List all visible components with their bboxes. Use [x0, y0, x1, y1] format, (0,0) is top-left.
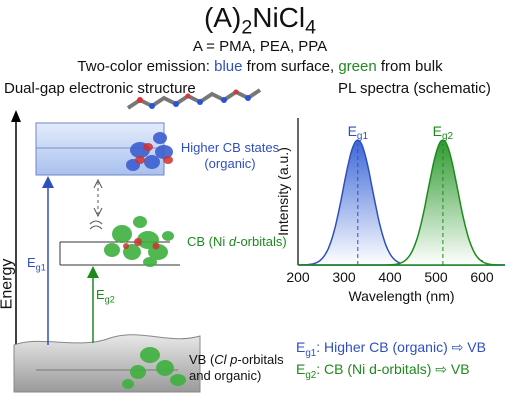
x-tick-label: 500 — [424, 269, 448, 285]
x-axis-label: Wavelength (nm) — [348, 288, 454, 304]
eg1-label: Eg1 — [27, 255, 46, 273]
cb-ni-label: CB (Ni d-orbitals) — [187, 234, 287, 249]
x-tick-label: 600 — [470, 269, 494, 285]
peak-2-label: Eg2 — [433, 123, 454, 142]
emission-description: Two-color emission: blue from surface, g… — [77, 58, 443, 75]
page-title: (A)2NiCl4 — [203, 2, 317, 39]
emission-green-word: green — [338, 58, 377, 75]
x-tick-label: 300 — [332, 269, 356, 285]
cb-organic-label: Higher CB states(organic) — [180, 140, 280, 171]
right-panel-heading: PL spectra (schematic) — [338, 80, 491, 97]
y-axis-label: Intensity (a.u.) — [275, 147, 291, 236]
vb-orbitals-icon — [122, 347, 186, 389]
left-panel-heading: Dual-gap electronic structure — [4, 80, 196, 97]
eg2-label: Eg2 — [96, 287, 115, 305]
peak-1-label: Eg1 — [348, 123, 369, 142]
x-tick-label: 200 — [286, 269, 310, 285]
organic-molecule-icon — [126, 88, 262, 171]
energy-axis-arrow — [11, 110, 21, 122]
cb-ni-level — [59, 216, 180, 267]
x-tick-label: 400 — [378, 269, 402, 285]
emission-blue-word: blue — [214, 58, 243, 75]
legend-eg1: Eg1: Higher CB (organic) ⇨ VB — [296, 339, 486, 359]
subtitle: A = PMA, PEA, PPA — [192, 38, 328, 55]
energy-axis-label: Energy — [0, 258, 16, 310]
pl-peak-2 — [298, 139, 505, 266]
legend-eg2: Eg2: CB (Ni d-orbitals) ⇨ VB — [296, 361, 470, 381]
pl-peak-1 — [298, 139, 505, 266]
